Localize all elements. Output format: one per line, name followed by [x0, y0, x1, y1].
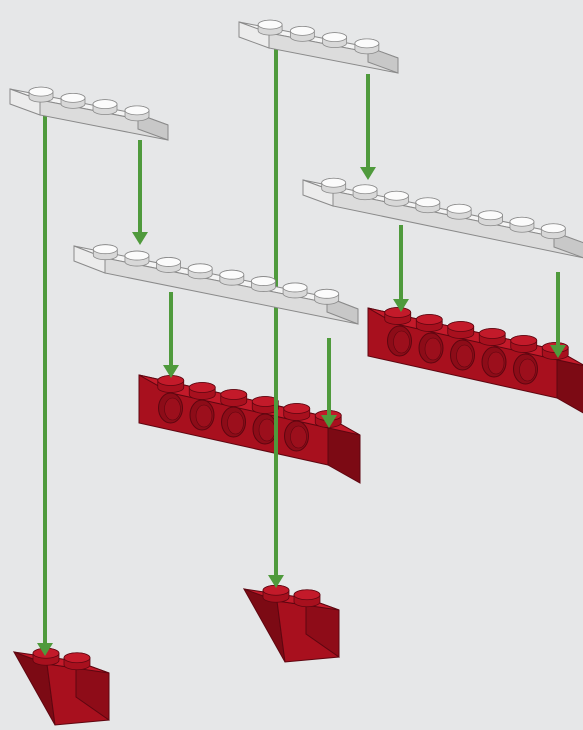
stud [124, 250, 150, 267]
technic-hole [252, 413, 278, 445]
stud [384, 190, 409, 207]
green-arrow-icon [163, 292, 179, 378]
stud [509, 216, 535, 233]
technic-hole [189, 399, 215, 431]
technic-hole [284, 420, 309, 452]
white-plate-1x8-icon [73, 244, 359, 325]
stud [415, 197, 441, 214]
stud [262, 584, 290, 603]
stud [289, 25, 315, 42]
stud [92, 244, 118, 261]
stud [510, 335, 538, 353]
stud [540, 223, 566, 240]
stud [314, 288, 340, 305]
technic-hole [221, 406, 246, 438]
red-technic-brick-1x6-icon [138, 374, 361, 484]
stud [32, 647, 60, 666]
stud [28, 86, 54, 103]
green-arrow-icon [268, 48, 284, 588]
green-arrow-icon [132, 140, 148, 245]
stud [124, 105, 150, 122]
stud [293, 589, 321, 608]
stud [156, 257, 181, 273]
stud [157, 375, 185, 393]
stud [478, 210, 503, 227]
green-arrow-icon [360, 74, 376, 180]
red-inverted-slope-brick-icon [242, 584, 340, 663]
technic-hole [418, 332, 444, 364]
technic-hole [158, 392, 183, 424]
red-inverted-slope-brick-icon [12, 647, 110, 726]
green-arrow-icon [393, 225, 409, 312]
stud [188, 382, 216, 400]
stud [322, 32, 348, 49]
stud [257, 19, 283, 36]
red-technic-brick-1x6-icon [367, 307, 583, 414]
stud [92, 99, 118, 116]
stud [384, 307, 412, 325]
stud [446, 203, 472, 220]
stud [447, 321, 475, 339]
stud [251, 396, 279, 414]
stud [63, 652, 91, 671]
stud [352, 184, 378, 201]
green-arrow-icon [550, 272, 566, 358]
technic-hole [513, 353, 538, 385]
stud [415, 314, 443, 332]
stud [187, 263, 213, 280]
white-plate-1x4-icon [9, 86, 169, 141]
stud [220, 389, 248, 407]
stud [60, 92, 86, 109]
stud [282, 282, 308, 299]
white-plate-1x4-icon [238, 19, 399, 74]
stud [219, 269, 245, 286]
technic-hole [387, 325, 412, 357]
green-arrow-icon [321, 338, 337, 428]
technic-hole [481, 346, 507, 378]
stud [478, 328, 506, 346]
stud [251, 276, 276, 292]
stud [354, 38, 380, 55]
green-arrow-icon [37, 116, 53, 656]
stud [283, 403, 311, 421]
white-plate-1x8-icon [302, 177, 583, 259]
technic-hole [450, 339, 475, 371]
stud [321, 177, 347, 194]
